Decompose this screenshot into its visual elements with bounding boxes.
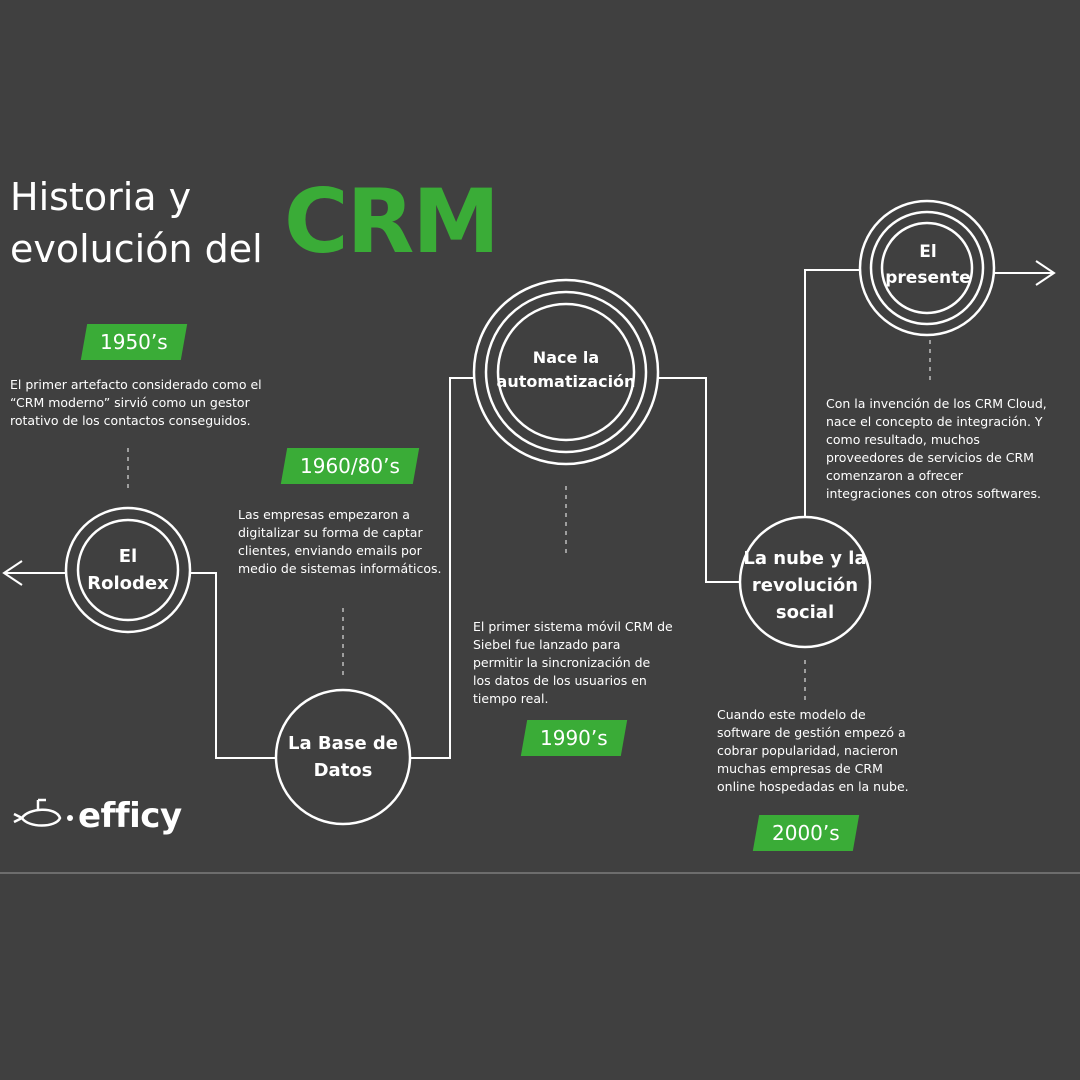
- node-nube: [738, 515, 872, 649]
- description-line: digitalizar su forma de captar: [238, 525, 423, 540]
- node-label-presente: El presente: [872, 234, 984, 296]
- description-line: medio de sistemas informáticos.: [238, 561, 442, 576]
- node-label-nube: La nube y la revolución social: [735, 543, 875, 627]
- description-line: “CRM moderno” sirvió como un gestor: [10, 395, 250, 410]
- arrow-left-icon: [2, 560, 23, 586]
- description-line: permitir la sincronización de: [473, 655, 651, 670]
- node-automatizacion-inner: [496, 302, 636, 442]
- era-badge-1960: 1960/80’s: [280, 448, 420, 484]
- description-line: Con la invención de los CRM Cloud,: [826, 396, 1047, 411]
- submarine-icon: [13, 798, 73, 827]
- node-base-datos: [274, 688, 412, 826]
- node-label-line: La Base de: [287, 733, 399, 754]
- description-line: comenzaron a ofrecer: [826, 468, 963, 483]
- node-label-base-datos: La Base de Datos: [276, 715, 410, 799]
- description-line: clientes, enviando emails por: [238, 543, 422, 558]
- era-description-presente: Con la invención de los CRM Cloud, nace …: [826, 395, 1076, 503]
- arrow-right-icon: [1035, 260, 1056, 286]
- description-line: cobrar popularidad, nacieron: [717, 743, 899, 758]
- node-label-line: automatización: [496, 372, 636, 391]
- node-rolodex-inner: [76, 518, 180, 622]
- description-line: Cuando este modelo de: [717, 707, 866, 722]
- description-line: tiempo real.: [473, 691, 549, 706]
- description-line: software de gestión empezó a: [717, 725, 906, 740]
- node-label-rolodex: El Rolodex: [68, 520, 188, 620]
- node-presente-inner: [880, 221, 974, 315]
- era-badge-1990: 1990’s: [520, 720, 627, 756]
- node-label-automatizacion: Nace la automatización: [496, 334, 636, 406]
- node-label-line: revolución: [751, 574, 859, 596]
- era-badge-2000: 2000’s: [752, 815, 859, 851]
- node-label-line: presente: [885, 268, 971, 288]
- title-line-2: evolución del: [10, 227, 263, 271]
- description-line: proveedores de servicios de CRM: [826, 450, 1034, 465]
- description-line: los datos de los usuarios en: [473, 673, 647, 688]
- logo-text: efficy: [78, 796, 182, 836]
- node-label-line: La nube y la: [743, 547, 867, 569]
- era-description-1990: El primer sistema móvil CRM de Siebel fu…: [473, 618, 703, 708]
- timeline-line-1: [184, 572, 276, 759]
- description-line: El primer artefacto considerado como el: [10, 377, 262, 392]
- node-label-line: Datos: [313, 760, 373, 781]
- timeline-line-4: [804, 269, 860, 517]
- era-badge-1950: 1950’s: [80, 324, 187, 360]
- era-description-1960: Las empresas empezaron a digitalizar su …: [238, 506, 468, 578]
- era-description-1950: El primer artefacto considerado como el …: [10, 376, 300, 430]
- era-description-2000: Cuando este modelo de software de gestió…: [717, 706, 947, 796]
- era-badge-label: 1990’s: [540, 726, 608, 750]
- era-badge-label: 1950’s: [100, 330, 168, 354]
- description-line: rotativo de los contactos conseguidos.: [10, 413, 251, 428]
- era-badge-label: 1960/80’s: [300, 454, 400, 478]
- description-line: Las empresas empezaron a: [238, 507, 410, 522]
- timeline-line-3: [628, 377, 740, 583]
- description-line: muchas empresas de CRM: [717, 761, 883, 776]
- era-badge-label: 2000’s: [772, 821, 840, 845]
- description-line: online hospedadas en la nube.: [717, 779, 909, 794]
- node-label-line: El: [118, 546, 138, 567]
- node-label-line: El: [919, 242, 937, 262]
- title-highlight: CRM: [284, 170, 500, 273]
- description-line: como resultado, muchos: [826, 432, 980, 447]
- title-line-1: Historia y: [10, 175, 192, 219]
- node-label-line: social: [775, 601, 835, 623]
- description-line: Siebel fue lanzado para: [473, 637, 621, 652]
- description-line: El primer sistema móvil CRM de: [473, 619, 673, 634]
- node-label-line: Nace la: [532, 348, 600, 367]
- description-line: nace el concepto de integración. Y: [826, 414, 1043, 429]
- node-label-line: Rolodex: [87, 573, 169, 594]
- description-line: integraciones con otros softwares.: [826, 486, 1041, 501]
